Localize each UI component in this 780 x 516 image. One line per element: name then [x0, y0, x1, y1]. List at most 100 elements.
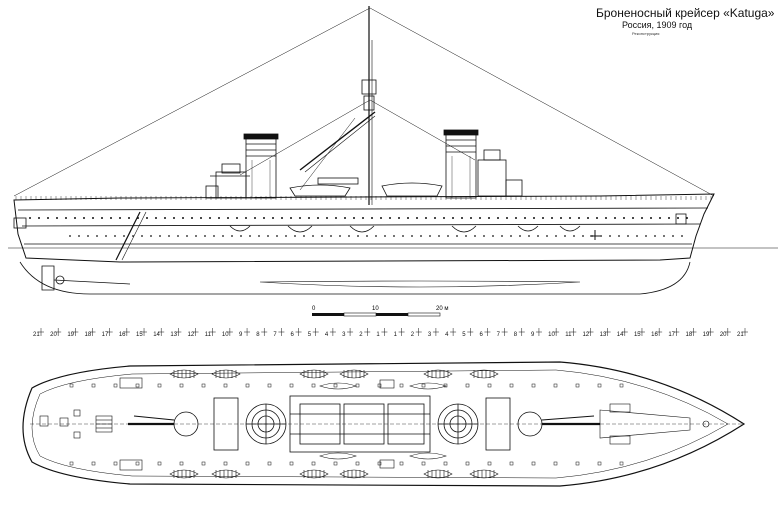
funnel-plan-forward	[245, 403, 287, 445]
porthole	[429, 235, 431, 237]
deck-outline	[22, 361, 746, 487]
frame-number: 10	[222, 332, 229, 338]
porthole	[546, 235, 548, 237]
frame-number: 6	[479, 332, 483, 338]
porthole	[483, 235, 485, 237]
porthole	[146, 217, 148, 219]
porthole	[609, 235, 611, 237]
frame-number: 13	[600, 332, 607, 338]
porthole	[560, 217, 562, 219]
launch	[409, 452, 447, 460]
porthole	[618, 235, 620, 237]
porthole	[380, 217, 382, 219]
frame-number: 1	[376, 332, 380, 338]
porthole	[402, 235, 404, 237]
porthole	[213, 235, 215, 237]
forward-funnel	[243, 133, 279, 199]
porthole	[596, 217, 598, 219]
porthole	[317, 217, 319, 219]
porthole	[204, 235, 206, 237]
frame-number: 16	[651, 332, 658, 338]
porthole	[299, 217, 301, 219]
bollard	[619, 461, 624, 466]
porthole	[375, 235, 377, 237]
porthole	[47, 217, 49, 219]
porthole	[663, 235, 665, 237]
bollard	[509, 383, 514, 388]
porthole	[501, 235, 503, 237]
frame-number: 20	[50, 332, 57, 338]
frame-number: 18	[685, 332, 692, 338]
porthole	[357, 235, 359, 237]
frame-number: 8	[256, 332, 260, 338]
bollard	[487, 461, 492, 466]
porthole	[515, 217, 517, 219]
porthole	[267, 235, 269, 237]
bollards	[69, 383, 624, 466]
scale-label-10: 10	[372, 306, 379, 312]
frame-number: 3	[428, 332, 432, 338]
porthole	[119, 217, 121, 219]
drawing-title: Броненосный крейсер «Katuga»	[596, 6, 775, 20]
bollard	[135, 383, 140, 388]
frame-number: 7	[273, 332, 277, 338]
porthole	[582, 235, 584, 237]
bollard	[377, 383, 382, 388]
aft-fittings	[379, 379, 710, 469]
funnel-plan-aft	[437, 403, 479, 445]
hull-side	[8, 193, 778, 295]
frame-number: 3	[342, 332, 346, 338]
porthole	[87, 235, 89, 237]
porthole	[150, 235, 152, 237]
frame-number: 14	[153, 332, 160, 338]
deck-railing	[15, 196, 712, 200]
frame-number: 5	[308, 332, 312, 338]
porthole	[101, 217, 103, 219]
frame-number: 8	[514, 332, 518, 338]
bollard	[443, 461, 448, 466]
bollard	[509, 461, 514, 466]
porthole	[227, 217, 229, 219]
porthole	[245, 217, 247, 219]
aft-superstructure	[477, 149, 523, 197]
porthole	[209, 217, 211, 219]
bollard	[267, 383, 272, 388]
launch	[319, 382, 357, 390]
central-superstructure-plan	[213, 395, 511, 453]
porthole	[479, 217, 481, 219]
porthole	[155, 217, 157, 219]
porthole	[461, 217, 463, 219]
porthole	[456, 235, 458, 237]
bollard	[399, 383, 404, 388]
bollard	[575, 383, 580, 388]
bollard	[553, 461, 558, 466]
porthole	[330, 235, 332, 237]
bollard	[267, 461, 272, 466]
porthole	[285, 235, 287, 237]
porthole	[195, 235, 197, 237]
forward-turret	[128, 411, 199, 437]
frame-number: 17	[668, 332, 675, 338]
porthole	[308, 217, 310, 219]
porthole	[326, 217, 328, 219]
fore-fittings	[39, 377, 143, 471]
porthole	[249, 235, 251, 237]
bollard	[421, 461, 426, 466]
bollard	[223, 461, 228, 466]
bollard	[597, 383, 602, 388]
porthole	[258, 235, 260, 237]
porthole	[339, 235, 341, 237]
bollard	[465, 461, 470, 466]
porthole	[645, 235, 647, 237]
bollard	[597, 461, 602, 466]
bollard	[355, 461, 360, 466]
bollard	[311, 383, 316, 388]
porthole	[105, 235, 107, 237]
frame-number: 6	[291, 332, 295, 338]
bollard	[69, 383, 74, 388]
frame-number: 11	[565, 332, 572, 338]
bollard	[113, 461, 118, 466]
porthole	[348, 235, 350, 237]
porthole	[407, 217, 409, 219]
porthole	[443, 217, 445, 219]
